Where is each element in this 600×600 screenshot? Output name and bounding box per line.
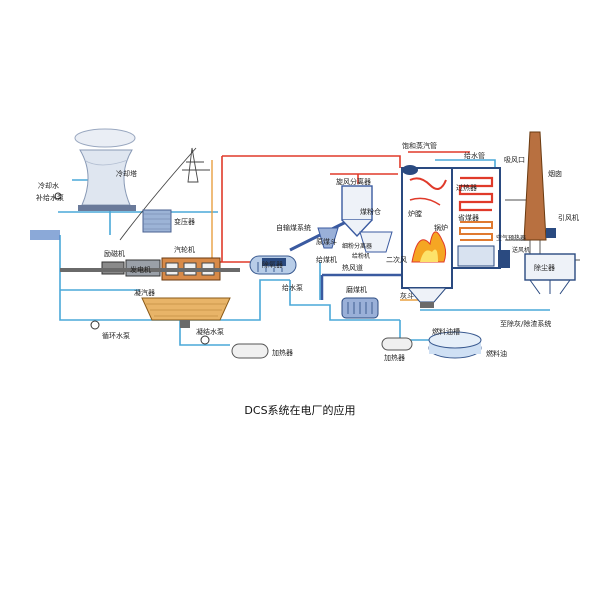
label-coal-feeder: 给煤机 bbox=[316, 255, 337, 264]
cooling-tower bbox=[30, 128, 136, 240]
transformer bbox=[142, 209, 172, 233]
orange-pipes bbox=[211, 160, 420, 301]
label-ash-hopper: 灰斗 bbox=[400, 291, 414, 300]
generator-set bbox=[60, 257, 240, 281]
cond-water-pump bbox=[200, 335, 210, 345]
label-circ-pump: 循环水泵 bbox=[102, 331, 130, 340]
label-fine-separator: 细粉分离器 bbox=[342, 242, 372, 250]
label-suction-port: 吸风口 bbox=[504, 156, 525, 164]
label-heater-oil: 加热器 bbox=[384, 353, 405, 362]
makeup-pump bbox=[54, 192, 62, 200]
label-id-fan: 引风机 bbox=[558, 213, 579, 222]
label-powder-feeder: 给粉机 bbox=[352, 252, 370, 260]
heater-oil bbox=[381, 337, 413, 351]
label-exciter: 励磁机 bbox=[104, 249, 125, 258]
steam-pipes bbox=[220, 151, 470, 263]
cyclone-separator bbox=[341, 185, 373, 238]
label-coal-system: 自输煤系统 bbox=[276, 223, 311, 232]
label-feed-pipe: 给水管 bbox=[464, 151, 485, 160]
label-chimney: 烟囱 bbox=[548, 169, 562, 178]
label-coal-bunker: 煤粉仓 bbox=[360, 207, 381, 216]
diagram-caption: DCS系统在电厂的应用 bbox=[244, 404, 356, 417]
label-air-preheater: 空气预热器 bbox=[496, 234, 526, 242]
coal-mill bbox=[341, 297, 379, 319]
label-ash-system: 至除灰/除渣系统 bbox=[500, 319, 551, 328]
label-condenser: 凝汽器 bbox=[134, 288, 155, 297]
condenser bbox=[141, 297, 231, 328]
fuel-oil-tank bbox=[428, 331, 482, 359]
label-makeup-pump: 补给水泵 bbox=[36, 193, 64, 202]
label-turbine: 汽轮机 bbox=[174, 245, 195, 254]
chimney bbox=[523, 131, 547, 241]
label-dust-collector: 除尘器 bbox=[534, 263, 555, 272]
label-furnace: 炉膛 bbox=[408, 209, 422, 218]
circ-water-pump bbox=[90, 320, 100, 330]
label-economizer: 省煤器 bbox=[458, 213, 479, 222]
deaerator bbox=[249, 255, 297, 275]
label-transformer: 变压器 bbox=[174, 217, 195, 226]
label-feed-pump: 给水泵 bbox=[282, 283, 303, 292]
coal-powder-bunker bbox=[359, 231, 393, 253]
label-deaerator: 除氧器 bbox=[262, 260, 283, 269]
label-cond-pump: 凝结水泵 bbox=[196, 327, 224, 336]
label-cooling-water: 冷却水 bbox=[38, 181, 59, 190]
label-fan: 送风机 bbox=[512, 246, 530, 254]
label-boiler: 锅炉 bbox=[434, 223, 448, 232]
label-sat-steam-pipe: 饱和蒸汽管 bbox=[402, 141, 437, 150]
id-fan bbox=[546, 228, 556, 238]
boiler bbox=[401, 165, 501, 308]
label-cooling-tower: 冷却塔 bbox=[116, 169, 137, 178]
label-superheater: 过热器 bbox=[456, 183, 477, 192]
label-coal-hopper: 原煤斗 bbox=[316, 237, 337, 246]
label-oil-tank: 燃料油槽 bbox=[432, 327, 460, 336]
label-secondary-air: 二次风 bbox=[386, 255, 407, 264]
label-cyclone: 旋风分离器 bbox=[336, 177, 371, 186]
forced-draft-fan bbox=[498, 250, 510, 268]
label-generator: 发电机 bbox=[130, 265, 151, 274]
heater-low-pressure bbox=[231, 343, 269, 359]
raw-coal-hopper bbox=[317, 227, 339, 249]
label-mill: 磨煤机 bbox=[346, 285, 367, 294]
transmission-tower bbox=[119, 147, 210, 241]
dust-collector bbox=[524, 253, 576, 295]
label-heater-low: 加热器 bbox=[272, 348, 293, 357]
label-fuel-oil: 燃料油 bbox=[486, 349, 507, 358]
label-hot-air: 热风道 bbox=[342, 263, 363, 272]
